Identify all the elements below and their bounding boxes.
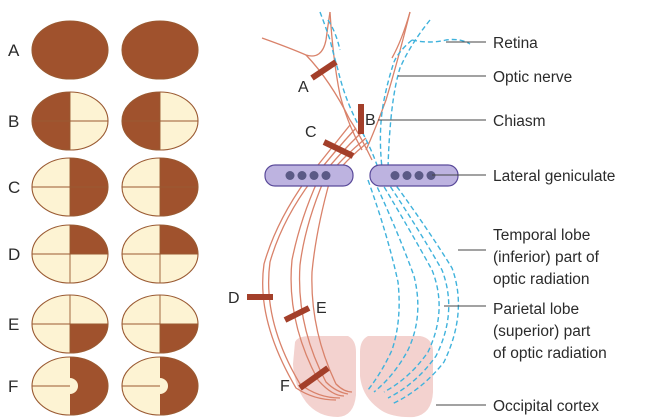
visual-field-left-eye [32,156,110,218]
field-defect [70,324,110,355]
label-retina: Retina [493,35,538,52]
visual-field-left-eye [30,90,108,152]
lesion-label-f: F [280,378,290,395]
visual-field-right-eye [122,21,198,79]
visual-field-right-eye [122,156,200,218]
visual-field-right-eye [122,295,200,355]
visual-field-left-eye [32,21,108,79]
visual-field-left-eye [32,223,110,283]
geniculate-dot [298,171,307,180]
lesion-bar-e [285,308,309,320]
field-row-label: D [8,245,20,264]
geniculate-dot [322,171,331,180]
field-defect [70,223,110,254]
lateral-geniculate-left [265,165,353,186]
field-row-label: B [8,112,19,131]
geniculate-dot [286,171,295,180]
visual-field-right-eye [122,223,200,283]
label-temporal-line-2: (inferior) part of [493,249,600,266]
label-occipital-cortex: Occipital cortex [493,398,599,415]
field-row-label: A [8,41,20,60]
geniculate-dot [415,171,424,180]
label-parietal-line-3: of optic radiation [493,345,607,362]
lesion-label-d: D [228,290,240,307]
geniculate-dot [391,171,400,180]
field-row-label: C [8,178,20,197]
field-row-label: E [8,315,19,334]
geniculate-dot [403,171,412,180]
geniculate-dot [310,171,319,180]
field-defect [160,324,200,355]
label-chiasm: Chiasm [493,113,546,130]
label-temporal-line-1: Temporal lobe [493,227,590,244]
field-row-label: F [8,377,18,396]
visual-field-right-eye [122,355,200,417]
label-parietal-line-1: Parietal lobe [493,301,579,318]
label-lateral-geniculate: Lateral geniculate [493,168,615,185]
visual-field-right-eye [120,90,198,152]
visual-field-left-eye [32,295,110,355]
lateral-geniculate-bodies [265,165,458,186]
visual-field-panel: A B C D E F [8,21,200,417]
lesion-label-b: B [365,112,376,129]
lesion-label-e: E [316,300,327,317]
lesion-label-c: C [305,124,317,141]
label-temporal-line-3: optic radiation [493,271,590,288]
label-parietal-line-2: (superior) part [493,323,591,340]
visual-field-left-eye [32,355,110,417]
field-defect [160,223,200,254]
structure-labels: Retina Optic nerve Chiasm Lateral genicu… [493,35,615,415]
lesion-label-a: A [298,79,309,96]
label-optic-nerve: Optic nerve [493,69,572,86]
lesion-bar-c [324,142,353,156]
